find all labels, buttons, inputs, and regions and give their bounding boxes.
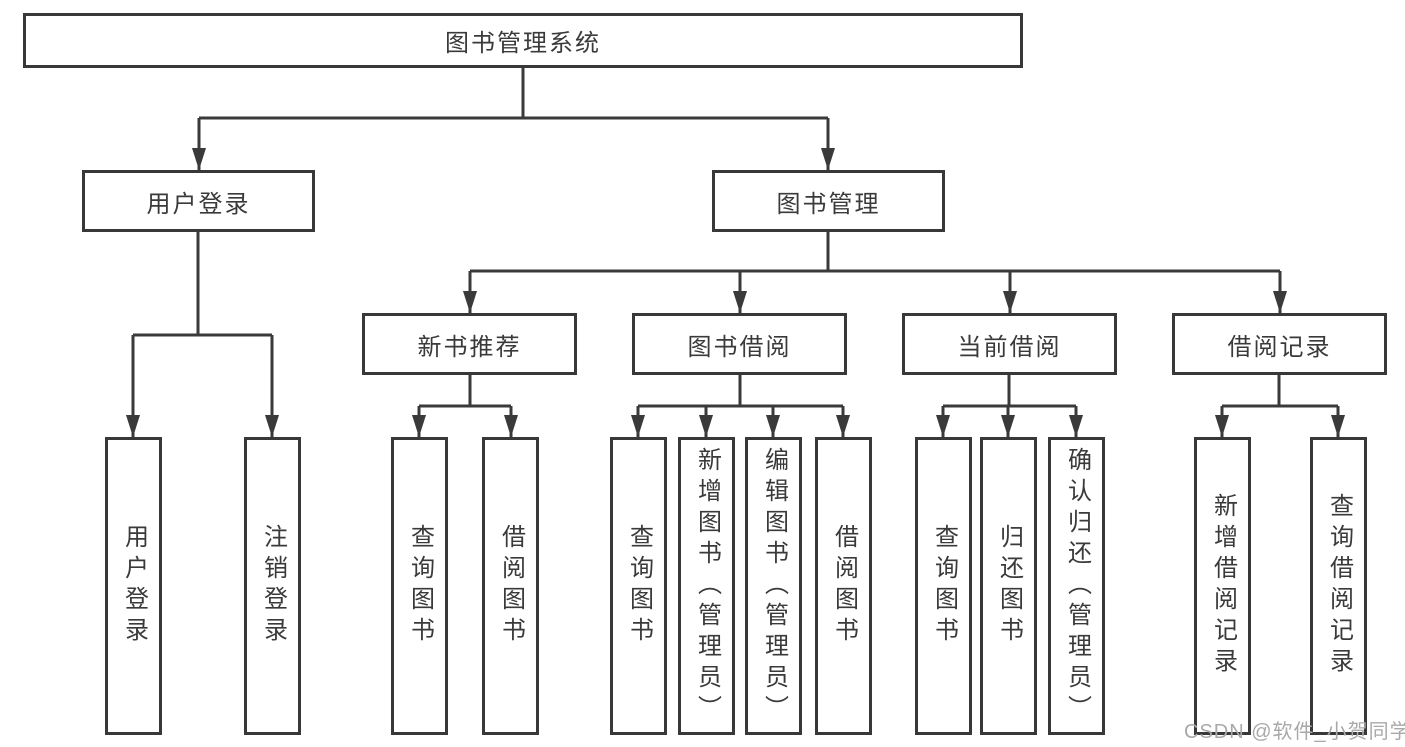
node-leaf-borrow-books-1: 借阅图书: [482, 437, 539, 735]
connector-borrow-children: [631, 373, 850, 437]
node-leaf-user-login: 用户登录: [105, 437, 162, 735]
node-leaf-query-books-2: 查询图书: [610, 437, 667, 735]
node-label: 借阅图书: [497, 524, 525, 648]
watermark: CSDN @软件_小贺同学: [1184, 721, 1405, 743]
connector-root-to-level2: [192, 66, 835, 170]
node-borrow-records: 借阅记录: [1172, 313, 1387, 375]
connector-user-login-children: [126, 230, 279, 437]
node-label: 查询图书: [930, 524, 958, 648]
connector-current-children: [936, 373, 1083, 437]
node-current-borrow: 当前借阅: [902, 313, 1117, 375]
node-leaf-return-books: 归还图书: [980, 437, 1037, 735]
node-book-management-branch: 图书管理: [712, 170, 945, 232]
node-label: 新增借阅记录: [1209, 493, 1237, 679]
node-label: 借阅图书: [830, 524, 858, 648]
node-leaf-query-books-1: 查询图书: [391, 437, 448, 735]
node-label: 查询借阅记录: [1325, 493, 1353, 679]
node-label: 查询图书: [406, 524, 434, 648]
node-leaf-add-books-admin: 新增图书（管理员）: [678, 437, 735, 735]
node-new-book-recommend: 新书推荐: [362, 313, 577, 375]
node-leaf-confirm-return-admin: 确认归还（管理员）: [1048, 437, 1105, 735]
node-label: 编辑图书（管理员）: [760, 446, 788, 726]
node-leaf-query-books-3: 查询图书: [915, 437, 972, 735]
node-leaf-borrow-books-2: 借阅图书: [815, 437, 872, 735]
node-leaf-logout: 注销登录: [244, 437, 301, 735]
node-book-borrow: 图书借阅: [632, 313, 847, 375]
node-label: 用户登录: [120, 524, 148, 648]
node-label: 注销登录: [259, 524, 287, 648]
node-label: 确认归还（管理员）: [1063, 446, 1091, 726]
node-leaf-add-borrow-record: 新增借阅记录: [1194, 437, 1251, 735]
node-leaf-query-borrow-record: 查询借阅记录: [1310, 437, 1367, 735]
node-label: 归还图书: [995, 524, 1023, 648]
node-leaf-edit-books-admin: 编辑图书（管理员）: [745, 437, 802, 735]
node-root-library-system: 图书管理系统: [23, 13, 1023, 68]
node-label: 查询图书: [625, 524, 653, 648]
connector-newbook-children: [412, 373, 518, 437]
connector-book-mgmt-to-level3: [463, 230, 1287, 313]
node-user-login-branch: 用户登录: [82, 170, 315, 232]
node-label: 新增图书（管理员）: [693, 446, 721, 726]
connector-records-children: [1215, 373, 1345, 437]
